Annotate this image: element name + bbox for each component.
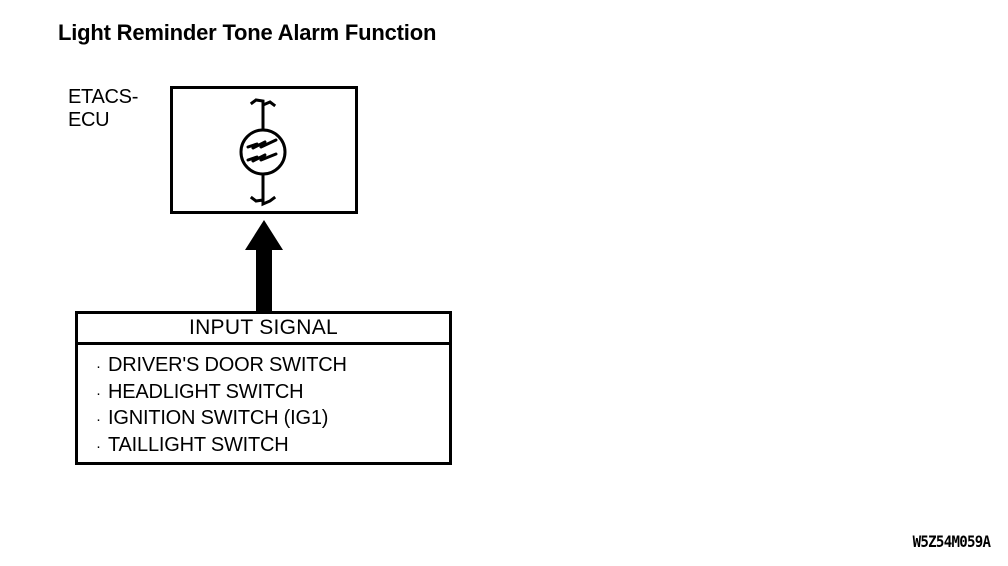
bullet-icon: ·	[96, 411, 101, 428]
list-item: · HEADLIGHT SWITCH	[96, 380, 449, 407]
bullet-icon: ·	[96, 358, 101, 375]
list-item-label: DRIVER'S DOOR SWITCH	[108, 354, 347, 376]
bullet-icon: ·	[96, 437, 101, 455]
reference-code: W5Z54M059A	[912, 532, 990, 551]
list-item: · IGNITION SWITCH (IG1)	[96, 406, 449, 433]
page-title: Light Reminder Tone Alarm Function	[58, 20, 437, 45]
list-item-label: TAILLIGHT SWITCH	[108, 433, 289, 456]
etacs-ecu-label: ETACS- ECU	[68, 86, 139, 131]
list-item: · DRIVER'S DOOR SWITCH	[96, 353, 449, 380]
input-signal-header-label: INPUT SIGNAL	[188, 316, 339, 339]
buzzer-icon	[232, 96, 294, 208]
list-item-label: HEADLIGHT SWITCH	[108, 380, 304, 403]
up-arrow-icon	[241, 214, 287, 314]
input-signal-header: INPUT SIGNAL	[78, 314, 449, 345]
list-item: · TAILLIGHT SWITCH	[96, 433, 449, 460]
input-signal-box: INPUT SIGNAL · DRIVER'S DOOR SWITCH · HE…	[75, 311, 452, 465]
bullet-icon: ·	[96, 384, 101, 402]
input-signal-list: · DRIVER'S DOOR SWITCH · HEADLIGHT SWITC…	[78, 345, 449, 459]
list-item-label: IGNITION SWITCH (IG1)	[108, 407, 329, 429]
